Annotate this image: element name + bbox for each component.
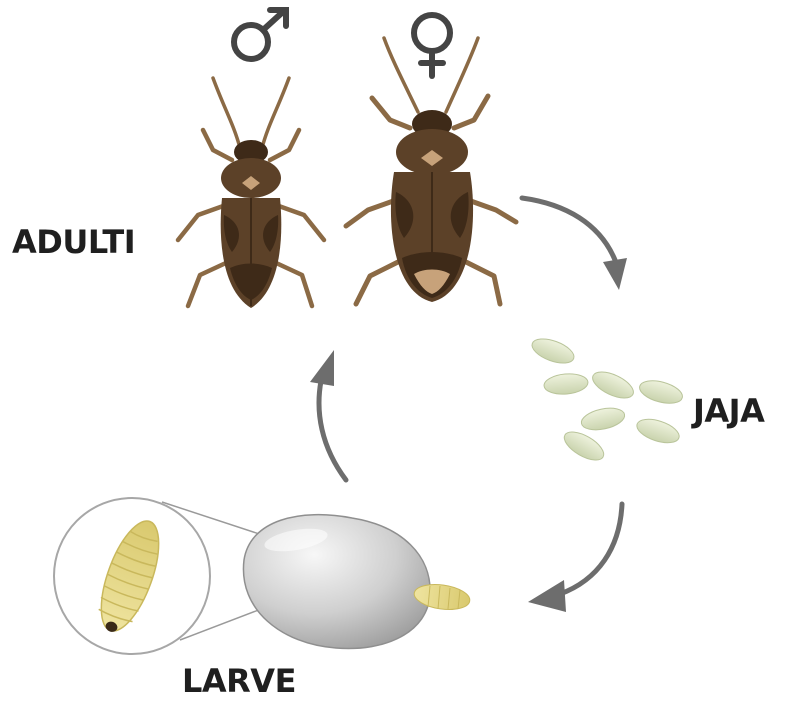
- male-symbol-icon: [234, 10, 286, 59]
- arrow-adults-to-eggs: [522, 198, 627, 290]
- arrow-larvae-to-adults: [310, 350, 346, 480]
- label-larvae: LARVE: [182, 665, 296, 697]
- eggs-cluster: [529, 334, 685, 466]
- arrow-eggs-to-larvae: [528, 504, 622, 612]
- bean-seed: [243, 515, 430, 649]
- female-symbol-icon: [414, 15, 450, 76]
- label-eggs: JAJA: [693, 395, 764, 427]
- magnifier-circle: [54, 498, 210, 654]
- label-adults: ADULTI: [12, 226, 135, 258]
- male-beetle: [178, 78, 324, 308]
